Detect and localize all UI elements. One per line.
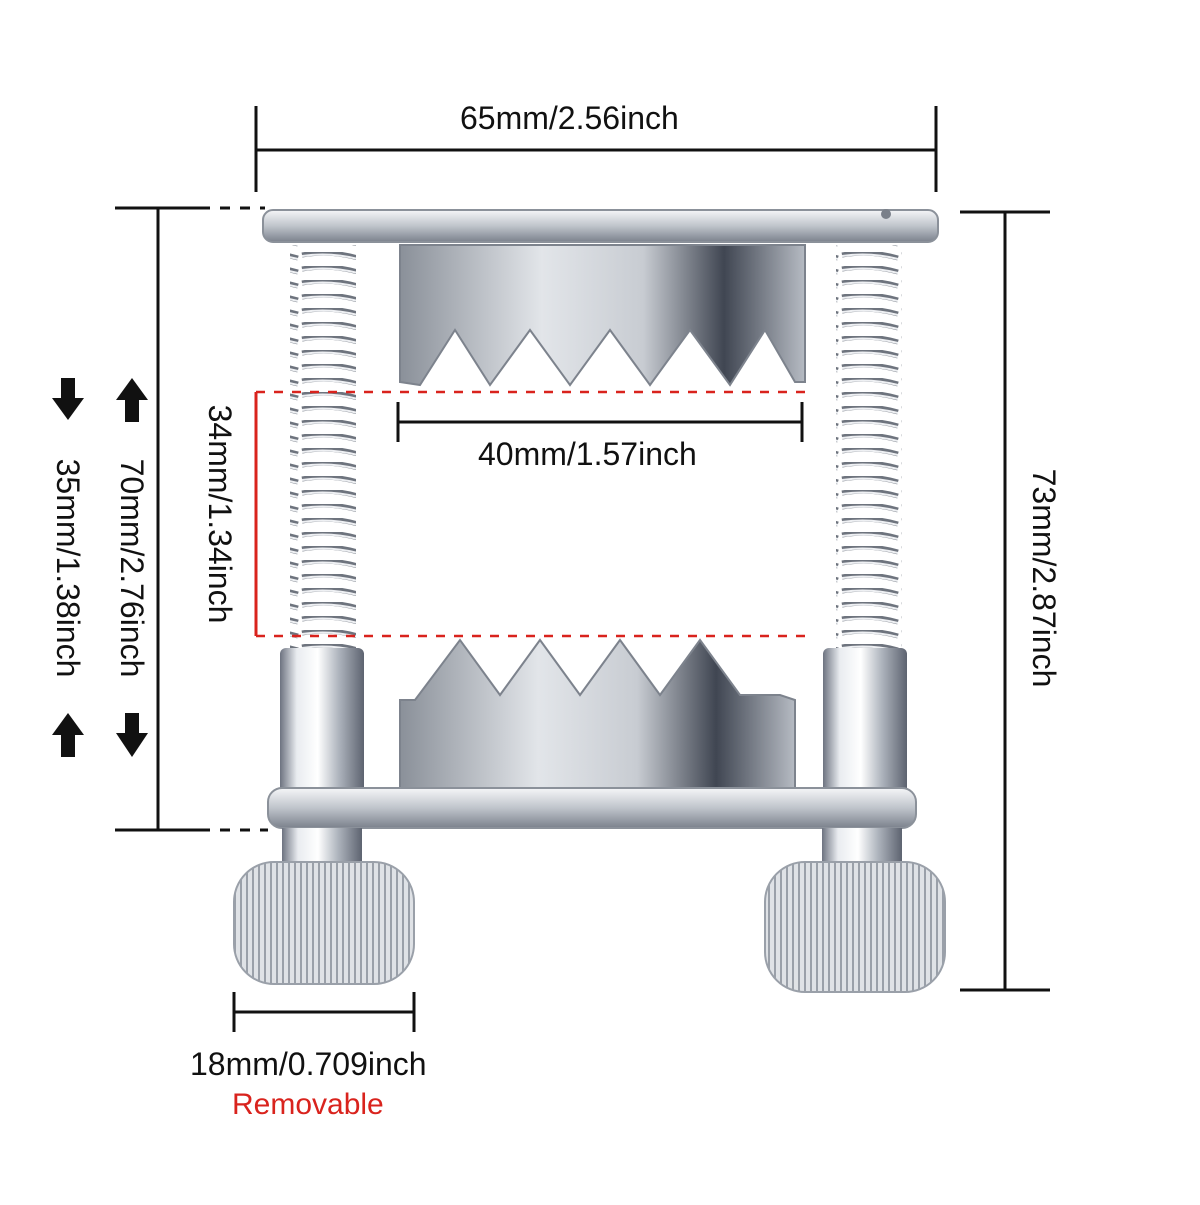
label-travel: 70mm/2.76inch bbox=[114, 458, 150, 678]
bottom-plate bbox=[267, 787, 917, 829]
column-left bbox=[280, 648, 364, 798]
arrow-down-icon bbox=[116, 713, 148, 757]
dimension-left-height bbox=[115, 206, 200, 832]
column-right bbox=[823, 648, 907, 798]
knob-right bbox=[764, 861, 946, 993]
dimension-right-height bbox=[960, 210, 1050, 992]
dimension-width-top bbox=[254, 106, 938, 192]
arrow-up-icon bbox=[116, 378, 148, 422]
label-closed: 35mm/1.38inch bbox=[50, 458, 86, 678]
knob-left bbox=[233, 861, 415, 985]
label-removable: Removable bbox=[232, 1088, 384, 1121]
dimension-knob-width bbox=[232, 992, 416, 1032]
arrow-down-icon bbox=[52, 378, 84, 420]
spring-left bbox=[290, 245, 356, 650]
dimension-teeth-width bbox=[396, 402, 804, 442]
label-opening: 34mm/1.34inch bbox=[202, 404, 238, 624]
label-knob-width: 18mm/0.709inch bbox=[190, 1046, 427, 1082]
opening-dashed-lines bbox=[256, 390, 810, 638]
spring-right bbox=[836, 245, 902, 650]
top-plate bbox=[262, 209, 939, 243]
label-overall-height: 73mm/2.87inch bbox=[1026, 468, 1062, 688]
label-width-top: 65mm/2.56inch bbox=[460, 100, 679, 136]
label-teeth-width: 40mm/1.57inch bbox=[478, 436, 697, 472]
lower-jaw bbox=[399, 638, 796, 791]
upper-jaw bbox=[399, 244, 806, 387]
plate-hole bbox=[881, 209, 891, 219]
arrow-up-icon bbox=[52, 713, 84, 757]
